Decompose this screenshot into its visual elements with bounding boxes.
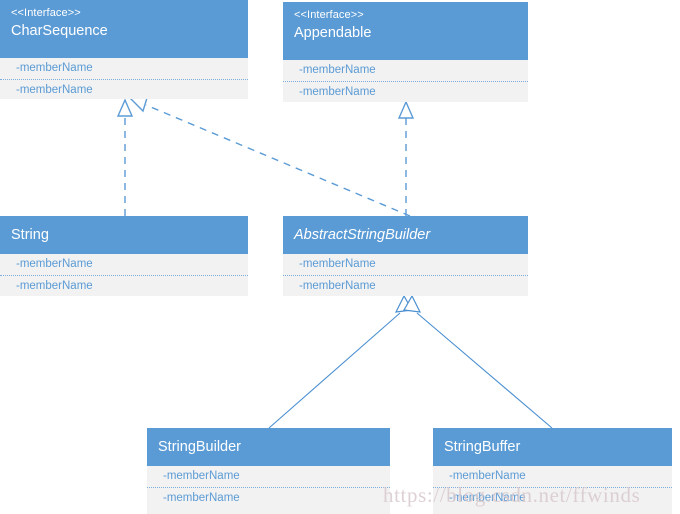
class-box-charsequence[interactable]: <<Interface>> CharSequence -memberName -… bbox=[0, 0, 248, 99]
relation-stringbuffer-to-abstractstringbuilder bbox=[403, 294, 553, 429]
member-row: -memberName bbox=[147, 486, 390, 509]
class-members-charsequence: -memberName -memberName bbox=[0, 58, 248, 99]
class-members-appendable: -memberName -memberName bbox=[283, 60, 528, 102]
member-row: -memberName bbox=[283, 80, 528, 103]
class-members-string: -memberName -memberName bbox=[0, 254, 248, 296]
realization-line bbox=[145, 104, 411, 217]
class-box-appendable[interactable]: <<Interface>> Appendable -memberName -me… bbox=[283, 2, 528, 102]
class-stereotype: <<Interface>> bbox=[294, 9, 364, 21]
hollow-triangle-arrowhead bbox=[403, 294, 422, 313]
member-row: -memberName bbox=[299, 64, 376, 76]
hollow-triangle-arrowhead bbox=[397, 100, 415, 119]
relation-abstractstringbuilder-to-appendable bbox=[397, 100, 415, 216]
class-header-abstractstringbuilder: AbstractStringBuilder bbox=[283, 216, 528, 254]
class-title: CharSequence bbox=[11, 23, 108, 40]
member-row: -memberName bbox=[0, 78, 248, 101]
class-header-charsequence: <<Interface>> CharSequence bbox=[0, 0, 248, 58]
hollow-triangle-arrowhead bbox=[116, 98, 134, 117]
member-row: -memberName bbox=[163, 470, 240, 482]
class-box-string[interactable]: String -memberName -memberName bbox=[0, 216, 248, 296]
member-row: -memberName bbox=[433, 486, 672, 509]
relation-stringbuilder-to-abstractstringbuilder bbox=[268, 294, 413, 429]
class-title: StringBuilder bbox=[158, 439, 242, 455]
generalization-line bbox=[268, 312, 401, 429]
class-header-string: String bbox=[0, 216, 248, 254]
class-members-stringbuilder: -memberName -memberName bbox=[147, 466, 390, 514]
member-row: -memberName bbox=[449, 470, 526, 482]
class-header-stringbuilder: StringBuilder bbox=[147, 428, 390, 466]
member-row: -memberName bbox=[16, 62, 93, 74]
class-box-abstractstringbuilder[interactable]: AbstractStringBuilder -memberName -membe… bbox=[283, 216, 528, 296]
class-box-stringbuilder[interactable]: StringBuilder -memberName -memberName bbox=[147, 428, 390, 514]
class-members-abstractstringbuilder: -memberName -memberName bbox=[283, 254, 528, 296]
member-row: -memberName bbox=[0, 274, 248, 297]
member-row: -memberName bbox=[299, 258, 376, 270]
class-stereotype: <<Interface>> bbox=[11, 7, 81, 19]
member-row: -memberName bbox=[283, 274, 528, 297]
class-header-appendable: <<Interface>> Appendable bbox=[283, 2, 528, 60]
class-members-stringbuffer: -memberName -memberName bbox=[433, 466, 672, 514]
relation-string-to-charsequence bbox=[116, 98, 134, 216]
class-header-stringbuffer: StringBuffer bbox=[433, 428, 672, 466]
member-row: -memberName bbox=[16, 258, 93, 270]
generalization-line bbox=[416, 312, 553, 429]
class-title: StringBuffer bbox=[444, 439, 521, 455]
class-title: String bbox=[11, 227, 49, 243]
class-title: AbstractStringBuilder bbox=[294, 227, 431, 243]
class-box-stringbuffer[interactable]: StringBuffer -memberName -memberName bbox=[433, 428, 672, 514]
relation-abstractstringbuilder-to-charsequence bbox=[128, 97, 411, 217]
class-title: Appendable bbox=[294, 25, 372, 42]
